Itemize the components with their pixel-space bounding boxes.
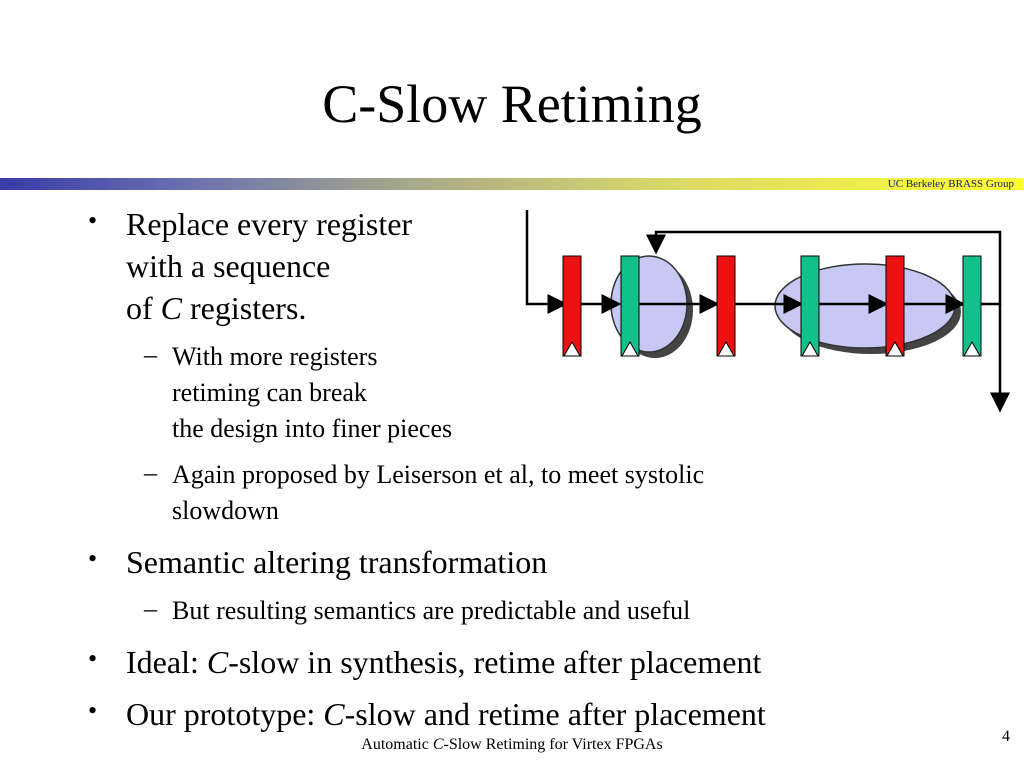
sub-1-line-2: retiming can break xyxy=(172,378,367,407)
clock-triangle-icon xyxy=(963,340,981,357)
sub-dash: – xyxy=(144,458,157,487)
sub-dash: – xyxy=(144,594,157,623)
sub-dash: – xyxy=(144,340,157,369)
clock-triangle-icon xyxy=(886,340,904,357)
c-slow-retiming-diagram xyxy=(525,210,1010,413)
bullet-dot: • xyxy=(88,696,98,725)
page-number: 4 xyxy=(1002,728,1010,745)
bullet-1-line-1: Replace every register xyxy=(126,206,413,242)
clock-triangle-icon xyxy=(801,340,819,357)
bullet-3: Ideal: C-slow in synthesis, retime after… xyxy=(126,644,762,680)
input-wire xyxy=(525,210,568,314)
bullet-4: Our prototype: C-slow and retime after p… xyxy=(126,696,766,732)
footer: Automatic C-Slow Retiming for Virtex FPG… xyxy=(361,736,663,753)
bullet-1-line-2: with a sequence xyxy=(126,248,331,284)
clock-triangle-icon xyxy=(717,340,735,357)
clock-triangle-icon xyxy=(563,340,581,357)
group-label: UC Berkeley BRASS Group xyxy=(887,178,1014,190)
clock-triangle-icon xyxy=(621,340,639,357)
bullet-dot: • xyxy=(88,544,98,573)
header-gradient-band xyxy=(0,178,1024,190)
sub-1-line-3: the design into finer pieces xyxy=(172,414,453,443)
feedback-wire xyxy=(646,230,1002,306)
sub-2-line-2: slowdown xyxy=(172,496,279,525)
slide-title: C-Slow Retiming xyxy=(322,74,702,134)
bullet-dot: • xyxy=(88,644,98,673)
bullet-2-sub-1: But resulting semantics are predictable … xyxy=(172,596,691,625)
bullet-1-line-3: of C registers. xyxy=(126,290,307,326)
registers xyxy=(562,255,982,357)
bullet-2: Semantic altering transformation xyxy=(126,544,548,580)
sub-2-line-1: Again proposed by Leiserson et al, to me… xyxy=(172,460,705,489)
sub-1-line-1: With more registers xyxy=(172,342,378,371)
bullet-dot: • xyxy=(88,206,98,235)
